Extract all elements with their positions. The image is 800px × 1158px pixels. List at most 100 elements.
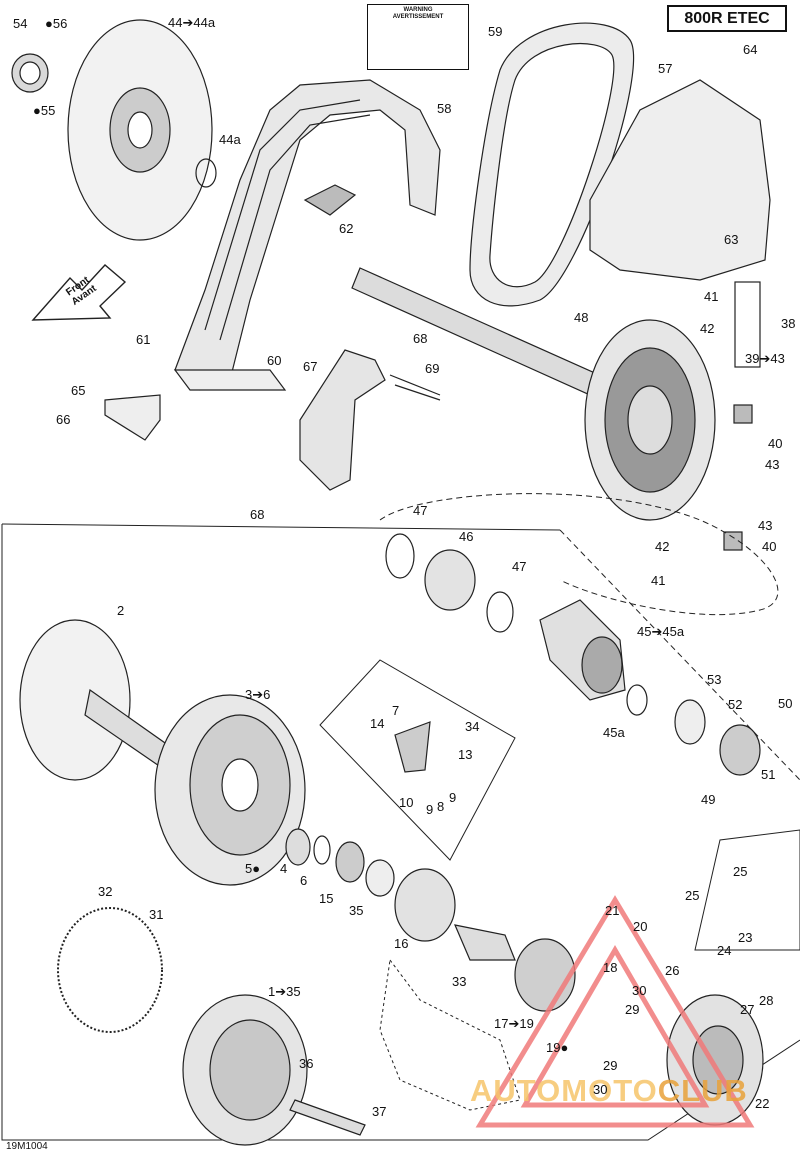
callout-34: 34 [465,719,480,734]
callout-45-45a: 45➔45a [637,624,685,639]
callout-22: 22 [755,1096,770,1111]
callout-25-left: 25 [685,888,700,903]
belt-guard-63 [589,79,771,281]
callout-16: 16 [394,936,409,951]
circlip-44a [195,158,217,188]
callout-41-upper: 41 [704,289,719,304]
circlip-45a [626,684,648,716]
callout-28: 28 [759,993,774,1008]
callout-26: 26 [665,963,680,978]
callout-13: 13 [458,747,473,762]
callout-49: 49 [701,792,716,807]
callout-19: 19● [546,1040,569,1055]
callout-36: 36 [299,1056,314,1071]
callout-41-lower: 41 [651,573,666,588]
callout-42-upper: 42 [700,321,715,336]
callout-9-right: 9 [449,790,457,805]
callout-66: 66 [56,412,71,427]
callout-63: 63 [724,232,739,247]
callout-35: 35 [349,903,364,918]
ring-15 [335,841,365,883]
bushing-35 [365,859,395,897]
watermark-part1: AUTOMOTO [470,1073,658,1108]
bracket-65 [104,394,161,441]
ring-47-right [486,591,514,633]
bushing-40-lower [723,531,743,551]
spring-46 [424,549,476,611]
callout-23: 23 [738,930,753,945]
bearing-housing-49 [719,724,761,776]
callout-5: 5● [245,861,261,876]
callout-40-upper: 40 [768,436,783,451]
spring-16 [394,868,456,942]
callout-54: 54 [13,16,28,31]
callout-30-upper: 30 [632,983,647,998]
front-direction-arrow [31,264,127,321]
callout-52: 52 [728,697,743,712]
callout-31: 31 [149,907,164,922]
callout-45a: 45a [603,725,625,740]
bushing-40-upper [733,404,753,424]
callout-14: 14 [370,716,385,731]
watermark-text: AUTOMOTOCLUB [470,1073,748,1109]
callout-67: 67 [303,359,318,374]
sleeve-33 [453,924,516,961]
callout-33: 33 [452,974,467,989]
pad-62 [303,184,357,216]
callout-18: 18 [603,960,618,975]
callout-64: 64 [743,42,758,57]
lever-7 [394,721,431,773]
support-67 [299,349,386,491]
callout-29-lower: 29 [603,1058,618,1073]
callout-37: 37 [372,1104,387,1119]
callout-47-left: 47 [413,503,428,518]
callout-10: 10 [399,795,414,810]
watermark-logo [475,895,755,1128]
callout-21: 21 [605,903,620,918]
callout-47-right: 47 [512,559,527,574]
callout-55: ●55 [33,103,56,118]
callout-68-upper: 68 [413,331,428,346]
oil-drop-icon: ● [33,103,41,118]
callout-40-lower: 40 [762,539,777,554]
callout-68-lower: 68 [250,507,265,522]
callout-65: 65 [71,383,86,398]
callout-43-upper: 43 [765,457,780,472]
callout-44-44a: 44➔44a [168,15,216,30]
callout-69: 69 [425,361,440,376]
callout-30-lower: 30 [593,1082,608,1097]
callout-57: 57 [658,61,673,76]
callout-20: 20 [633,919,648,934]
callout-15: 15 [319,891,334,906]
weight-detail-box [694,829,800,951]
callout-27: 27 [740,1002,755,1017]
warning-label-59: WARNING AVERTISSEMENT [367,4,469,70]
callout-24: 24 [717,943,732,958]
watermark-part2: CLUB [657,1073,748,1108]
washer-53 [674,699,706,745]
spider-17 [514,938,576,1012]
callout-25-right: 25 [733,864,748,879]
callout-62: 62 [339,221,354,236]
oil-drop-icon: ● [252,861,261,876]
callout-2: 2 [117,603,125,618]
callout-53: 53 [707,672,722,687]
callout-39-43: 39➔43 [745,351,785,366]
callout-6: 6 [300,873,308,888]
guard-bracket-58 [174,79,441,391]
oil-drop-icon: ● [45,16,53,31]
callout-58: 58 [437,101,452,116]
bracket-60 [173,369,287,391]
callout-17-19: 17➔19 [494,1016,534,1031]
callout-1-35: 1➔35 [268,984,301,999]
ring-4 [285,828,311,866]
callout-56: ●56 [45,16,68,31]
callout-46: 46 [459,529,474,544]
callout-59: 59 [488,24,503,39]
callout-61: 61 [136,332,151,347]
decal-38 [734,281,761,368]
warning-heading-fr: AVERTISSEMENT [392,14,444,20]
callout-4: 4 [280,861,288,876]
